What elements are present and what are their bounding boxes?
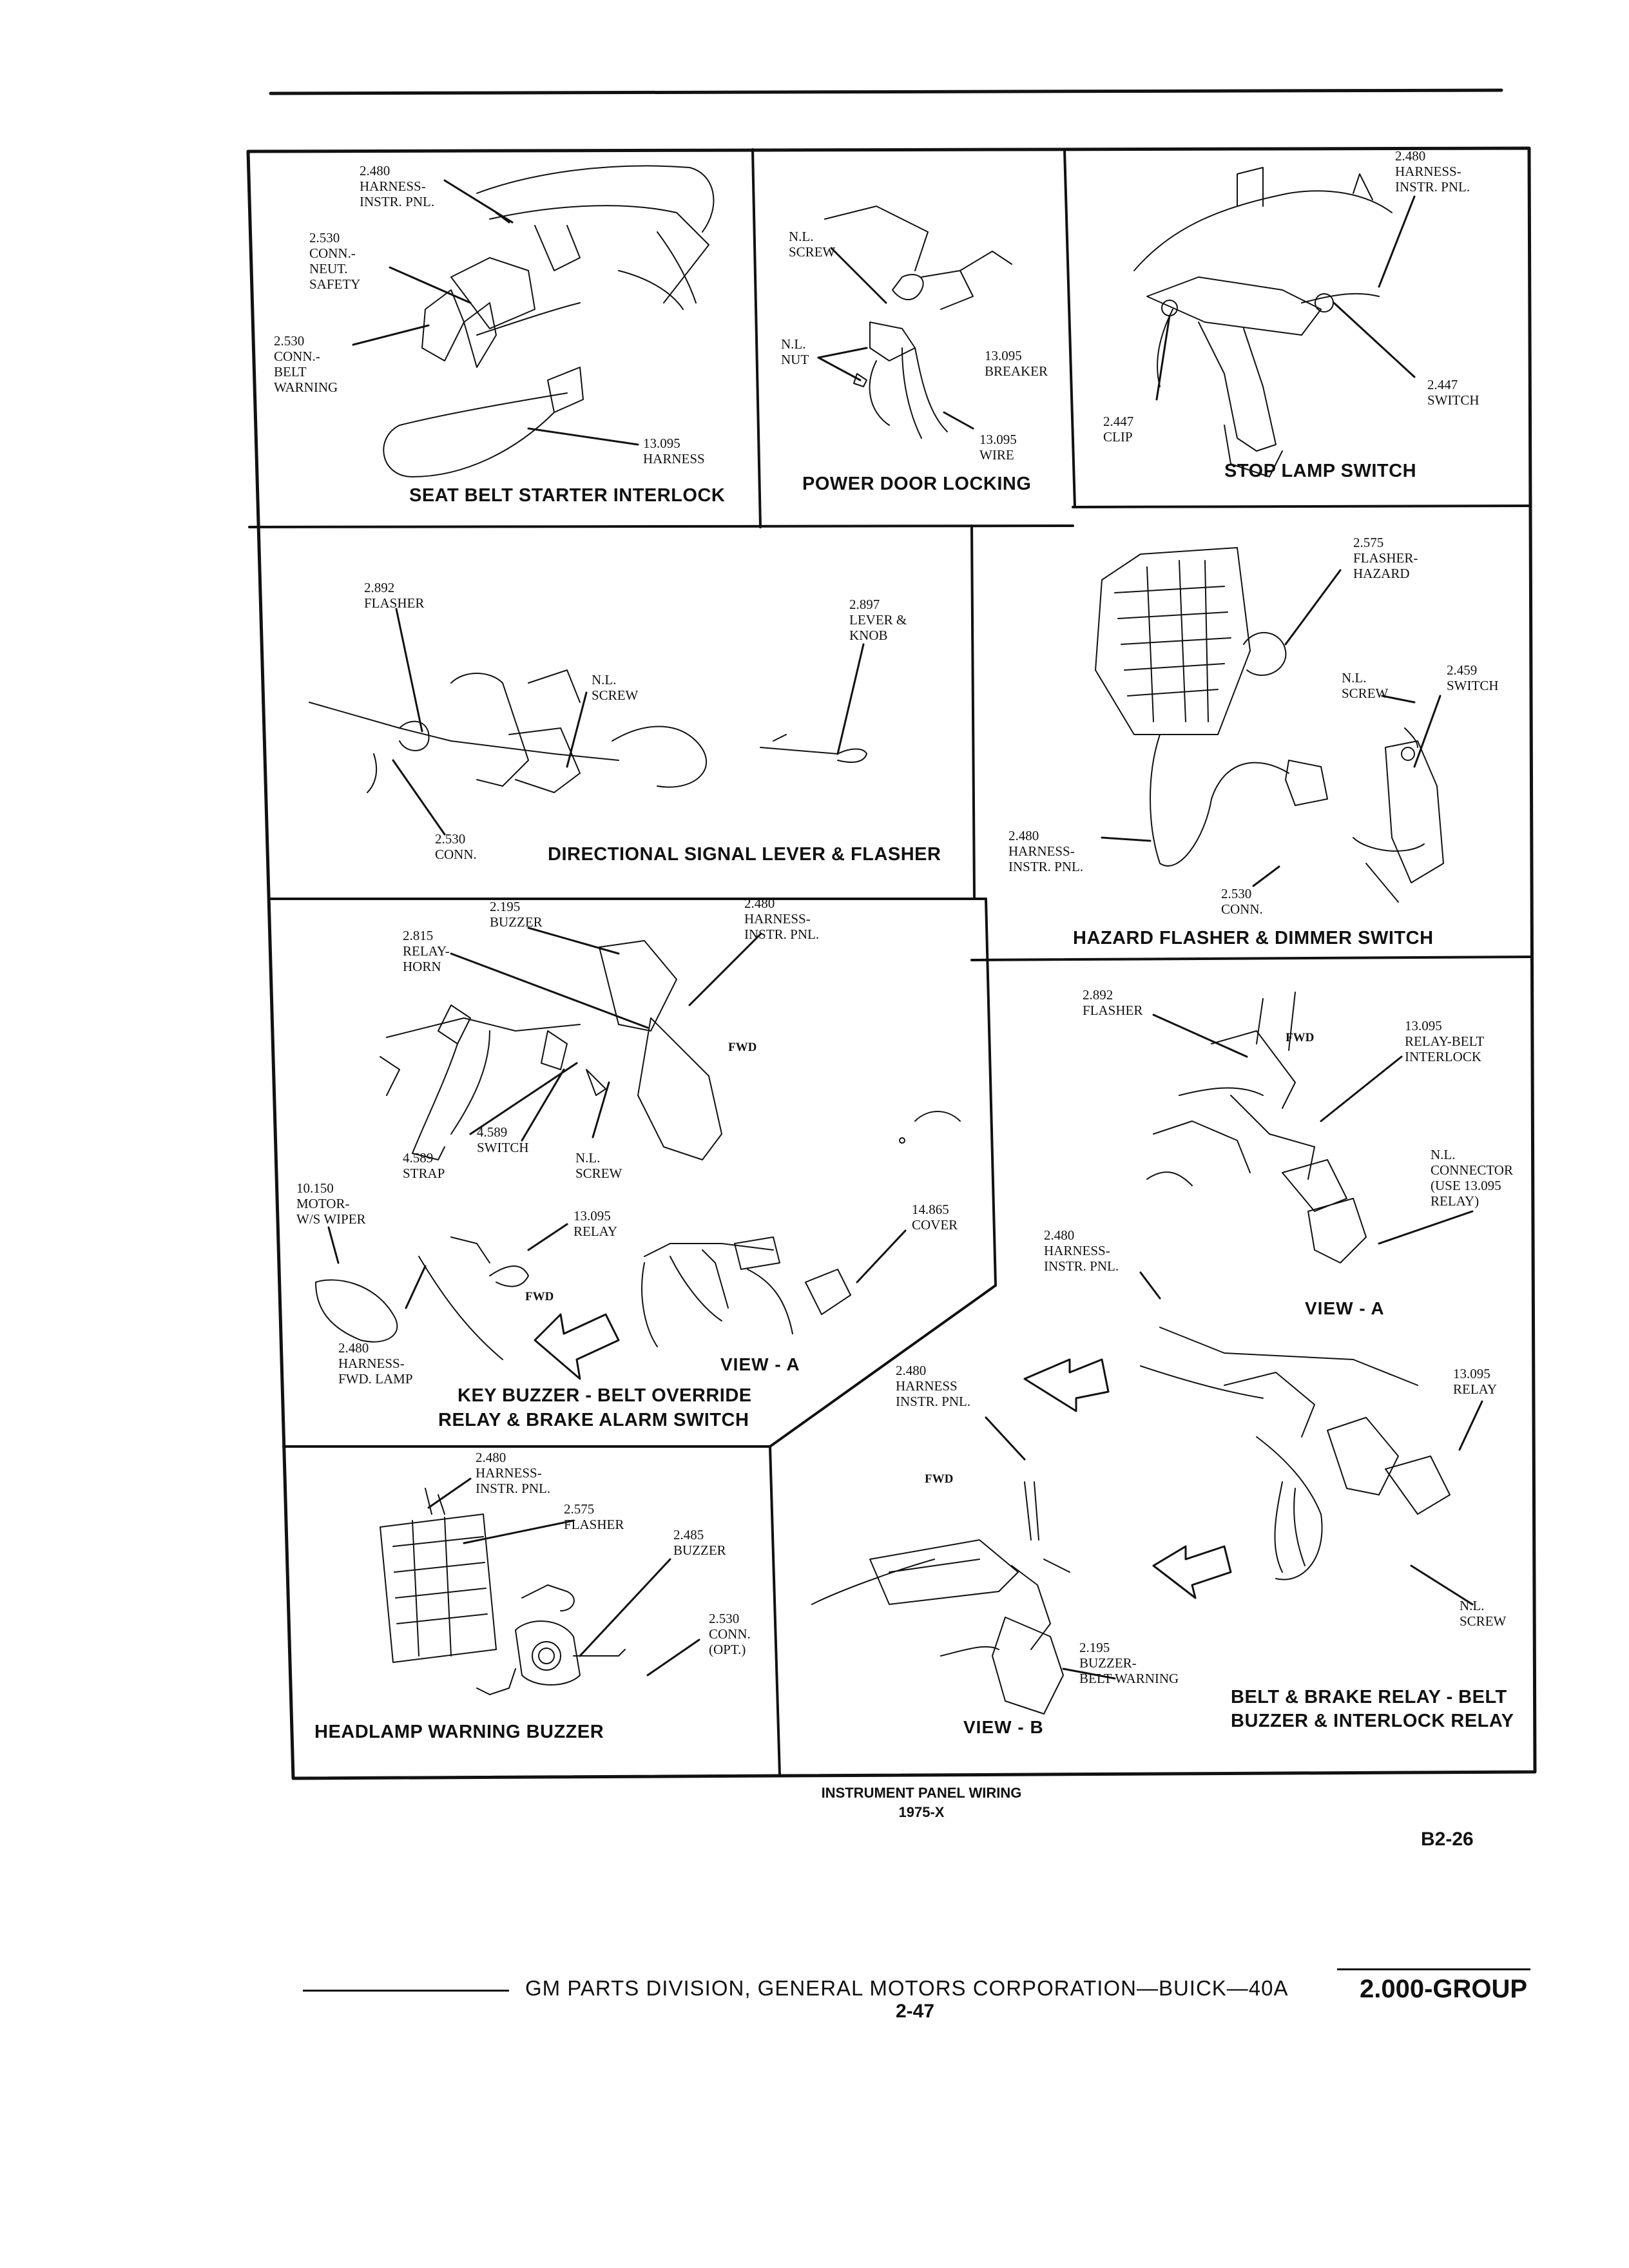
- title-headlamp-warning-buzzer: HEADLAMP WARNING BUZZER: [314, 1722, 604, 1742]
- footer-publisher: GM PARTS DIVISION, GENERAL MOTORS CORPOR…: [525, 1976, 1289, 2000]
- callout-head-conn: 2.530 CONN. (OPT.): [709, 1611, 751, 1657]
- callout-brake-relay: 13.095 RELAY: [1453, 1366, 1498, 1397]
- callout-key-screw: N.L. SCREW: [575, 1150, 622, 1181]
- title-seat-belt-starter-interlock: SEAT BELT STARTER INTERLOCK: [409, 485, 726, 506]
- callout-brake-relay-belt: 13.095 RELAY-BELT INTERLOCK: [1405, 1018, 1485, 1064]
- title-key-buzzer-line1: KEY BUZZER - BELT OVERRIDE: [458, 1385, 752, 1406]
- callout-brake-harness-a: 2.480 HARNESS- INSTR. PNL.: [1044, 1227, 1119, 1274]
- callout-dir-screw: N.L. SCREW: [592, 672, 639, 703]
- view-a-label-key: VIEW - A: [720, 1354, 800, 1374]
- callout-seat-conn-neut: 2.530 CONN.- NEUT. SAFETY: [309, 230, 361, 292]
- top-rule: [269, 88, 1503, 95]
- footer-group-code: 2.000-GROUP: [1360, 1975, 1528, 2003]
- callout-door-breaker: 13.095 BREAKER: [985, 348, 1048, 379]
- callout-key-buzzer: 2.195 BUZZER: [490, 899, 543, 930]
- callout-key-motor: 10.150 MOTOR- W/S WIPER: [296, 1180, 366, 1227]
- fwd-label-key-arrow: FWD: [525, 1290, 554, 1303]
- callout-key-relay-horn: 2.815 RELAY- HORN: [403, 928, 450, 974]
- view-a-label-brake: VIEW - A: [1305, 1298, 1385, 1318]
- callout-haz-screw: N.L. SCREW: [1342, 670, 1389, 701]
- callout-stop-clip: 2.447 CLIP: [1103, 414, 1134, 445]
- figure-caption-line2: 1975-X: [898, 1804, 945, 1820]
- callout-haz-harness: 2.480 HARNESS- INSTR. PNL.: [1008, 828, 1084, 874]
- callout-key-switch: 4.589 SWITCH: [477, 1124, 529, 1155]
- divider-row1: [248, 524, 1074, 528]
- callout-brake-flasher: 2.892 FLASHER: [1083, 987, 1143, 1018]
- figure-caption-line1: INSTRUMENT PANEL WIRING: [821, 1785, 1022, 1801]
- title-power-door-locking: POWER DOOR LOCKING: [802, 474, 1032, 494]
- footer-page-number: 2-47: [896, 2001, 935, 2022]
- callout-seat-harness-instr: 2.480 HARNESS- INSTR. PNL.: [360, 163, 435, 209]
- callout-brake-connector: N.L. CONNECTOR (USE 13.095 RELAY): [1431, 1147, 1513, 1209]
- callout-seat-harness: 13.095 HARNESS: [643, 436, 705, 466]
- callout-brake-harness-b: 2.480 HARNESS INSTR. PNL.: [896, 1363, 971, 1409]
- callout-brake-screw: N.L. SCREW: [1460, 1598, 1507, 1629]
- callout-stop-switch: 2.447 SWITCH: [1427, 377, 1480, 408]
- footer-rule-left: [303, 1990, 509, 1992]
- outer-frame: [246, 146, 1537, 1780]
- figure-code: B2-26: [1421, 1829, 1474, 1850]
- callout-haz-conn: 2.530 CONN.: [1221, 886, 1263, 917]
- fwd-label-key: FWD: [728, 1041, 757, 1054]
- callout-key-relay: 13.095 RELAY: [574, 1208, 618, 1239]
- title-belt-brake-line2: BUZZER & INTERLOCK RELAY: [1231, 1711, 1514, 1731]
- callout-seat-conn-belt: 2.530 CONN.- BELT WARNING: [274, 333, 338, 395]
- fwd-label-brake-b: FWD: [925, 1472, 954, 1486]
- callout-door-wire: 13.095 WIRE: [979, 432, 1017, 463]
- callout-stop-harness: 2.480 HARNESS- INSTR. PNL.: [1395, 148, 1470, 195]
- callout-haz-flasher: 2.575 FLASHER- HAZARD: [1353, 535, 1418, 581]
- callout-head-harness: 2.480 HARNESS- INSTR. PNL.: [476, 1450, 551, 1496]
- callout-head-flasher: 2.575 FLASHER: [564, 1501, 624, 1532]
- callout-key-harness-instr: 2.480 HARNESS- INSTR. PNL.: [744, 896, 820, 942]
- callout-haz-switch: 2.459 SWITCH: [1447, 662, 1499, 693]
- callout-key-cover: 14.865 COVER: [912, 1202, 958, 1233]
- callout-key-harness-fwd: 2.480 HARNESS- FWD. LAMP: [338, 1340, 413, 1387]
- title-belt-brake-line1: BELT & BRAKE RELAY - BELT: [1231, 1687, 1507, 1707]
- callout-dir-flasher: 2.892 FLASHER: [364, 580, 425, 611]
- title-key-buzzer-line2: RELAY & BRAKE ALARM SWITCH: [438, 1410, 749, 1430]
- fwd-label-brake-a: FWD: [1286, 1031, 1315, 1044]
- callout-head-buzzer: 2.485 BUZZER: [673, 1527, 726, 1558]
- title-directional-signal: DIRECTIONAL SIGNAL LEVER & FLASHER: [548, 844, 941, 865]
- footer-rule-right: [1337, 1968, 1530, 1970]
- callout-dir-conn: 2.530 CONN.: [435, 831, 477, 862]
- title-stop-lamp-switch: STOP LAMP SWITCH: [1224, 461, 1417, 481]
- title-hazard-flasher-dimmer: HAZARD FLASHER & DIMMER SWITCH: [1073, 928, 1434, 948]
- callout-brake-buzzer: 2.195 BUZZER- BELT WARNING: [1079, 1640, 1179, 1686]
- callout-key-strap: 4.589 STRAP: [403, 1150, 445, 1181]
- view-b-label-brake: VIEW - B: [963, 1717, 1044, 1737]
- callout-dir-lever: 2.897 LEVER & KNOB: [849, 597, 907, 643]
- callout-door-screw: N.L. SCREW: [789, 229, 836, 260]
- callout-door-nut: N.L. NUT: [781, 336, 809, 367]
